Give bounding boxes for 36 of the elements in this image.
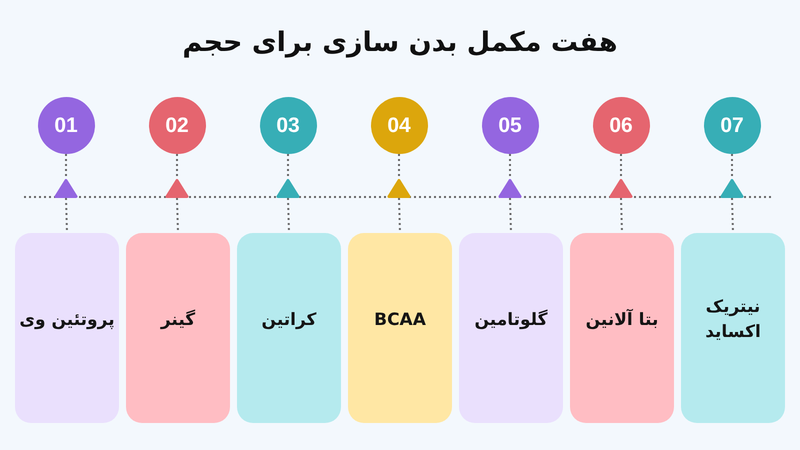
supplement-card (681, 233, 785, 423)
supplement-name: کراتین (262, 308, 316, 332)
dotted-connector (287, 154, 289, 179)
dotted-connector (176, 154, 178, 179)
triangle-marker (498, 179, 522, 198)
dotted-connector (731, 154, 733, 179)
supplement-card (348, 233, 452, 423)
dotted-connector (620, 154, 622, 179)
step-number: 01 (54, 115, 78, 136)
triangle-marker (276, 179, 300, 198)
supplement-card (15, 233, 119, 423)
triangle-marker (609, 179, 633, 198)
triangle-marker (387, 179, 411, 198)
triangle-marker (720, 179, 744, 198)
step-number: 04 (387, 115, 411, 136)
supplement-card (459, 233, 563, 423)
title: هفت مکمل بدن سازی برای حجم (181, 26, 619, 60)
supplement-card (570, 233, 674, 423)
supplement-name: بتا آلانین (586, 308, 658, 332)
step-number: 02 (165, 115, 189, 136)
dotted-connector (65, 154, 67, 179)
step-number: 07 (720, 115, 744, 136)
supplement-name: گینر (160, 308, 196, 332)
supplement-card (237, 233, 341, 423)
step-number: 05 (498, 115, 522, 136)
supplement-card (126, 233, 230, 423)
triangle-marker (165, 179, 189, 198)
supplement-name: BCAA (374, 308, 426, 332)
step-number: 06 (609, 115, 633, 136)
dotted-connector (509, 154, 511, 179)
dotted-connector (398, 154, 400, 179)
supplement-name: نیتریک اکساید (704, 296, 762, 344)
supplement-name: گلوتامین (474, 308, 548, 332)
triangle-marker (54, 179, 78, 198)
step-number: 03 (276, 115, 300, 136)
supplement-name: پروتئین وی (19, 308, 115, 332)
